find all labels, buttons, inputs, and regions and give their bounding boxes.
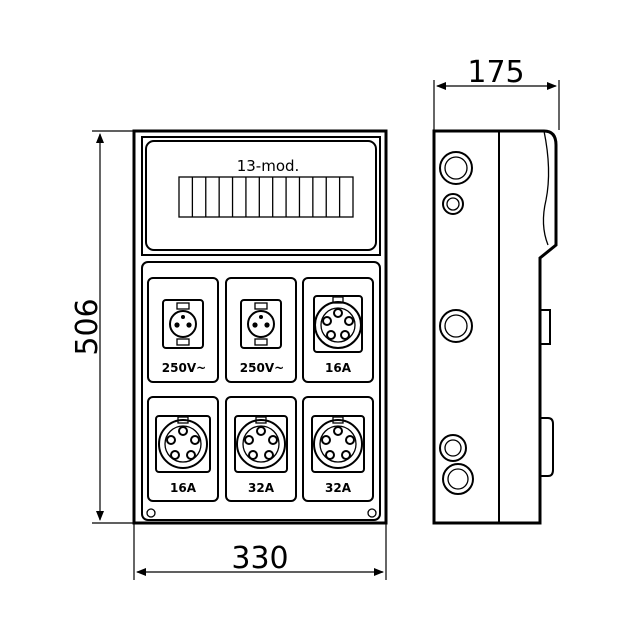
socket-panel (141, 261, 381, 521)
cee-socket-32a-2 (311, 415, 365, 473)
socket-cell-3 (302, 277, 374, 383)
socket-cell-5 (225, 396, 297, 502)
cee-socket-16a-bottom (155, 415, 211, 473)
breaker-window-frame (141, 136, 381, 256)
socket-label-5: 32A (248, 481, 275, 495)
cable-gland-5 (442, 463, 474, 495)
socket-lid-side-2 (540, 417, 554, 477)
socket-cell-1 (147, 277, 219, 383)
front-outline (132, 129, 388, 525)
breaker-strip (178, 176, 354, 218)
cee-socket-32a-1 (234, 415, 288, 473)
socket-label-6: 32A (325, 481, 352, 495)
cable-gland-2 (442, 193, 464, 215)
socket-lid-side-1 (539, 309, 551, 345)
side-view (432, 129, 558, 525)
dimension-depth: 175 (433, 55, 560, 130)
socket-label-3: 16A (325, 361, 352, 375)
module-label: 13-mod. (237, 157, 300, 175)
cee-socket-16a-top (313, 295, 363, 353)
side-outline (432, 129, 558, 525)
panel-screw-right (367, 508, 377, 518)
depth-value: 175 (467, 55, 524, 90)
lid-curve (542, 130, 550, 246)
dimension-width: 330 (133, 523, 387, 580)
socket-label-1: 250V~ (162, 361, 206, 375)
cable-gland-4 (439, 434, 467, 462)
height-value: 506 (70, 298, 105, 355)
socket-label-2: 250V~ (240, 361, 284, 375)
schuko-socket-2 (240, 299, 282, 349)
dimension-height: 506 (70, 130, 134, 524)
panel-screw-left (146, 508, 156, 518)
cable-gland-1 (439, 151, 473, 185)
breaker-window (145, 140, 377, 251)
front-view: 13-mod. (132, 129, 388, 525)
socket-cell-6 (302, 396, 374, 502)
socket-cell-2 (225, 277, 297, 383)
schuko-socket-1 (162, 299, 204, 349)
socket-label-4: 16A (170, 481, 197, 495)
width-value: 330 (231, 541, 288, 576)
socket-cell-4 (147, 396, 219, 502)
cable-gland-3 (439, 309, 473, 343)
